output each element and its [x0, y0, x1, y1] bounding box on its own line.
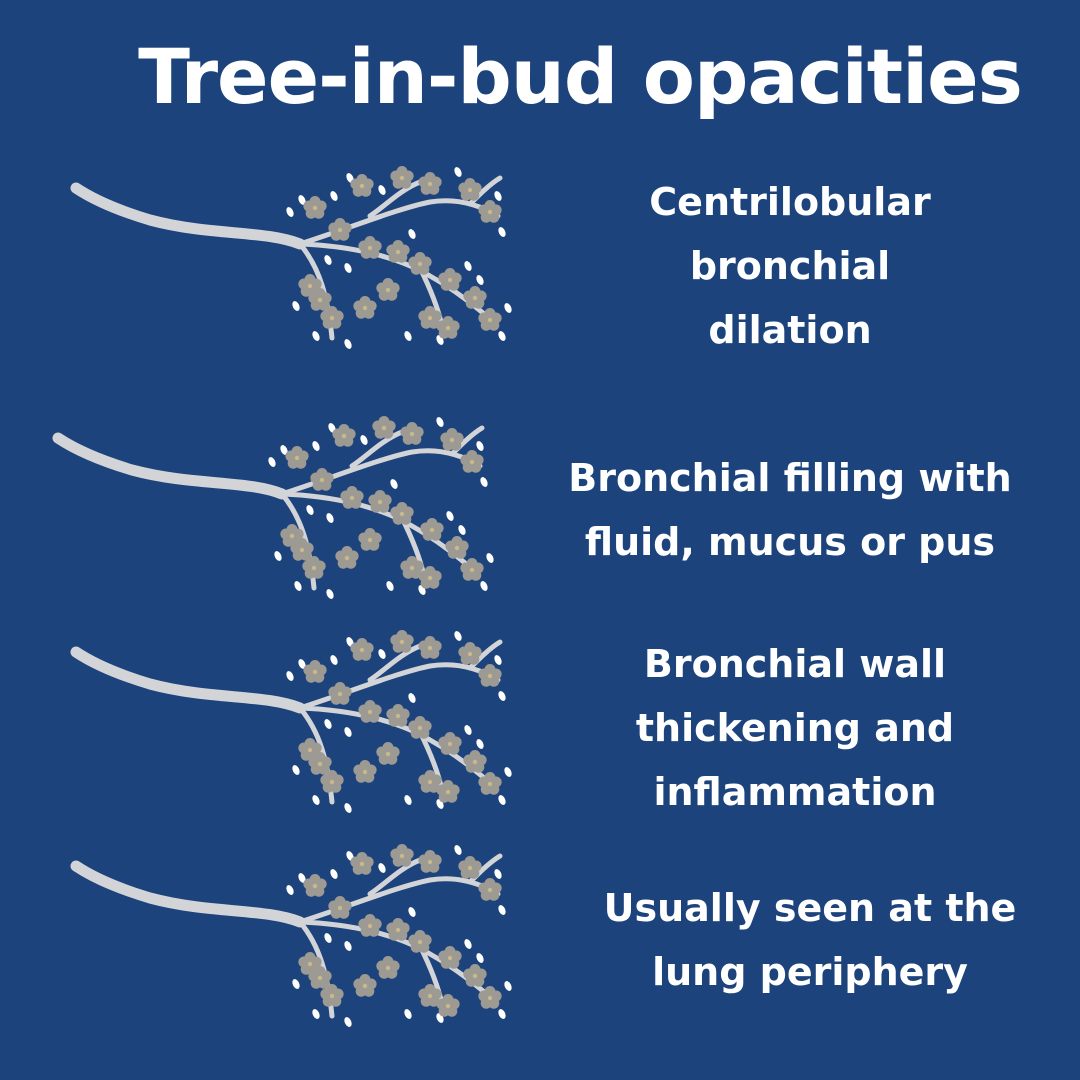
blossom-branch-icon [70, 844, 512, 1027]
caption-lung-periphery: Usually seen at the lung periphery [603, 886, 1017, 994]
blossom-branch-icon [70, 166, 512, 349]
caption-wall-thickening: Bronchial wall thickening and inflammati… [635, 642, 955, 814]
caption-bronchial-filling: Bronchial filling with fluid, mucus or p… [568, 456, 1012, 564]
blossom-branch-icon [70, 630, 512, 813]
blossom-branch-icon [52, 416, 494, 599]
page-title: Tree-in-bud opacities [138, 32, 1023, 121]
caption-centrilobular-dilation: Centrilobular bronchial dilation [649, 180, 931, 352]
